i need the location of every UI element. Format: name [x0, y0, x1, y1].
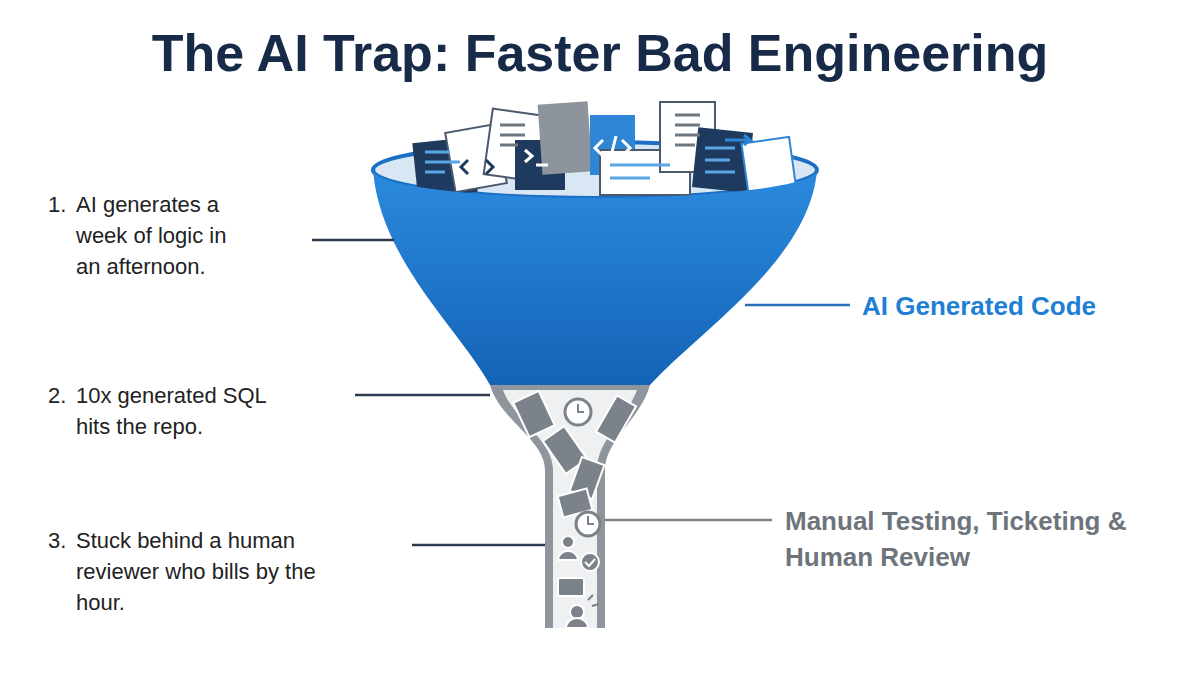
funnel-spout-inner — [503, 390, 637, 628]
step-text: 10x generated SQL hits the repo. — [76, 381, 281, 443]
stage-label: Manual Testing, Ticketing & Human Review — [785, 503, 1155, 576]
code-documents — [412, 101, 796, 198]
callout-number: 3. — [48, 526, 66, 557]
step-text: AI generates a week of logic in an after… — [76, 190, 256, 282]
funnel-bowl — [373, 170, 817, 385]
diagram-title: The AI Trap: Faster Bad Engineering — [0, 22, 1200, 84]
review-icons — [513, 391, 636, 628]
callout-number: 2. — [48, 381, 66, 412]
stage-label: AI Generated Code — [862, 288, 1096, 324]
funnel-spout — [490, 385, 650, 628]
callout-number: 1. — [48, 190, 66, 221]
leader-lines — [312, 240, 850, 545]
step-text: Stuck behind a human reviewer who bills … — [76, 526, 348, 618]
